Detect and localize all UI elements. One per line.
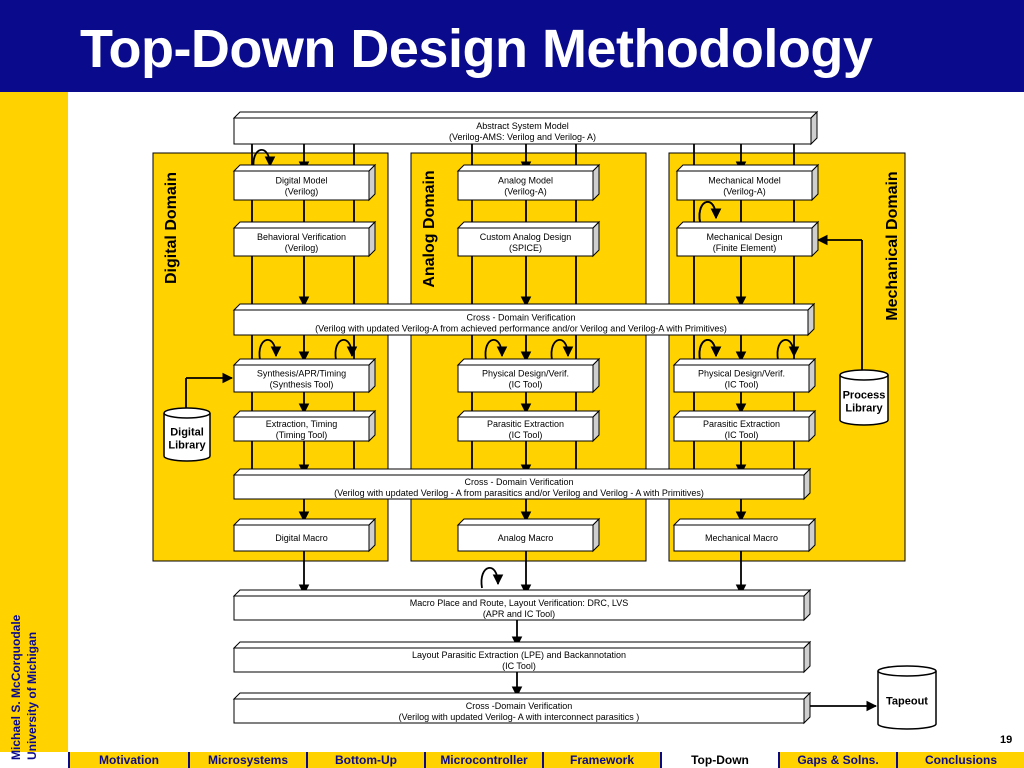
mechanical-parasitic-extraction-box: Parasitic Extraction(IC Tool) <box>672 409 817 443</box>
box-title: Abstract System Model <box>476 121 569 131</box>
tapeout-cylinder: Tapeout <box>877 665 937 730</box>
cross-domain-verification-1-box: Cross - Domain Verification(Verilog with… <box>232 302 816 337</box>
domain-panel <box>152 152 389 562</box>
library-subtitle: Library <box>168 440 206 452</box>
cross-domain-verification-3-box: Cross -Domain Verification(Verilog with … <box>232 691 812 725</box>
feedback-arrow <box>550 339 574 361</box>
digital-domain-label: Digital Domain <box>163 172 180 284</box>
box-subtitle: (IC Tool) <box>725 380 759 390</box>
box-subtitle: (IC Tool) <box>509 380 543 390</box>
box-subtitle: (IC Tool) <box>509 430 543 440</box>
box-title: Digital Macro <box>275 533 328 543</box>
box-subtitle: (IC Tool) <box>502 661 536 671</box>
domain-panel <box>410 152 647 562</box>
nav-gaps-solns[interactable]: Gaps & Solns. <box>778 752 896 768</box>
page-title: Top-Down Design Methodology <box>80 19 873 79</box>
nav-conclusions[interactable]: Conclusions <box>896 752 1024 768</box>
box-title: Parasitic Extraction <box>487 419 564 429</box>
library-title: Digital <box>170 427 204 439</box>
analog-model-box: Analog Model(Verilog-A) <box>456 163 601 202</box>
custom-analog-design-box: Custom Analog Design(SPICE) <box>456 220 601 258</box>
feedback-arrow <box>334 339 358 361</box>
analog-macro-box: Analog Macro <box>456 517 601 553</box>
box-title: Physical Design/Verif. <box>482 369 569 379</box>
box-title: Mechanical Model <box>708 176 781 186</box>
mechanical-model-box: Mechanical Model(Verilog-A) <box>675 163 820 202</box>
feedback-arrow <box>484 339 508 361</box>
box-title: Macro Place and Route, Layout Verificati… <box>410 598 628 608</box>
box-title: Custom Analog Design <box>480 232 572 242</box>
box-title: Analog Model <box>498 176 553 186</box>
cross-domain-verification-2-box: Cross - Domain Verification(Verilog with… <box>232 467 812 501</box>
nav-top-down[interactable]: Top-Down <box>660 752 778 768</box>
feedback-arrow <box>698 339 722 361</box>
box-title: Behavioral Verification <box>257 232 346 242</box>
analog-physical-design-box: Physical Design/Verif.(IC Tool) <box>456 357 601 394</box>
nav-bottom-up[interactable]: Bottom-Up <box>306 752 424 768</box>
box-title: Analog Macro <box>498 533 554 543</box>
mechanical-physical-design-box: Physical Design/Verif.(IC Tool) <box>672 357 817 394</box>
title-bar: Top-Down Design Methodology <box>0 0 1024 92</box>
digital-model-box: Digital Model(Verilog) <box>232 163 377 202</box>
box-subtitle: (Verilog) <box>285 187 319 197</box>
box-subtitle: (Verilog-A) <box>504 187 547 197</box>
library-title: Tapeout <box>886 696 928 708</box>
box-subtitle: (Verilog with updated Verilog-A from ach… <box>315 324 727 334</box>
box-subtitle: (Verilog-A) <box>723 187 766 197</box>
box-title: Mechanical Design <box>706 232 782 242</box>
analog-parasitic-extraction-box: Parasitic Extraction(IC Tool) <box>456 409 601 443</box>
feedback-arrow <box>480 567 504 589</box>
box-title: Extraction, Timing <box>266 419 338 429</box>
page-number: 19 <box>1000 734 1013 746</box>
box-title: Digital Model <box>275 176 327 186</box>
behavioral-verification-box: Behavioral Verification(Verilog) <box>232 220 377 258</box>
digital-macro-box: Digital Macro <box>232 517 377 553</box>
box-subtitle: (Verilog with updated Verilog- A with in… <box>399 712 640 722</box>
box-subtitle: (Verilog-AMS: Verilog and Verilog- A) <box>449 132 596 142</box>
box-subtitle: (Synthesis Tool) <box>270 380 334 390</box>
box-title: Layout Parasitic Extraction (LPE) and Ba… <box>412 650 626 660</box>
feedback-arrow <box>698 201 722 223</box>
macro-place-route-box: Macro Place and Route, Layout Verificati… <box>232 588 812 622</box>
box-subtitle: (APR and IC Tool) <box>483 609 555 619</box>
left-sidebar <box>0 92 68 752</box>
layout-parasitic-extraction-box: Layout Parasitic Extraction (LPE) and Ba… <box>232 640 812 674</box>
box-subtitle: (Timing Tool) <box>276 430 328 440</box>
box-subtitle: (Finite Element) <box>713 243 777 253</box>
box-title: Parasitic Extraction <box>703 419 780 429</box>
nav-motivation[interactable]: Motivation <box>68 752 188 768</box>
box-title: Mechanical Macro <box>705 533 778 543</box>
library-subtitle: Library <box>845 403 883 415</box>
library-title: Process <box>843 390 886 402</box>
box-title: Cross -Domain Verification <box>466 701 573 711</box>
nav-framework[interactable]: Framework <box>542 752 660 768</box>
box-subtitle: (Verilog with updated Verilog - A from p… <box>334 488 704 498</box>
synthesis-apr-timing-box: Synthesis/APR/Timing(Synthesis Tool) <box>232 357 377 394</box>
domain-panel <box>668 152 906 562</box>
nav-microcontroller[interactable]: Microcontroller <box>424 752 542 768</box>
feedback-arrow <box>776 339 800 361</box>
box-title: Physical Design/Verif. <box>698 369 785 379</box>
mechanical-design-box: Mechanical Design(Finite Element) <box>675 220 820 258</box>
analog-domain-label: Analog Domain <box>421 170 438 287</box>
extraction-timing-box: Extraction, Timing(Timing Tool) <box>232 409 377 443</box>
feedback-arrow <box>258 339 282 361</box>
abstract-system-model-box: Abstract System Model(Verilog-AMS: Veril… <box>232 110 819 146</box>
nav-microsystems[interactable]: Microsystems <box>188 752 306 768</box>
box-title: Cross - Domain Verification <box>466 313 575 323</box>
box-title: Cross - Domain Verification <box>464 477 573 487</box>
box-subtitle: (Verilog) <box>285 243 319 253</box>
feedback-arrow <box>252 149 276 171</box>
box-subtitle: (SPICE) <box>509 243 542 253</box>
mechanical-domain-label: Mechanical Domain <box>884 171 901 320</box>
box-title: Synthesis/APR/Timing <box>257 369 346 379</box>
mechanical-macro-box: Mechanical Macro <box>672 517 817 553</box>
box-subtitle: (IC Tool) <box>725 430 759 440</box>
